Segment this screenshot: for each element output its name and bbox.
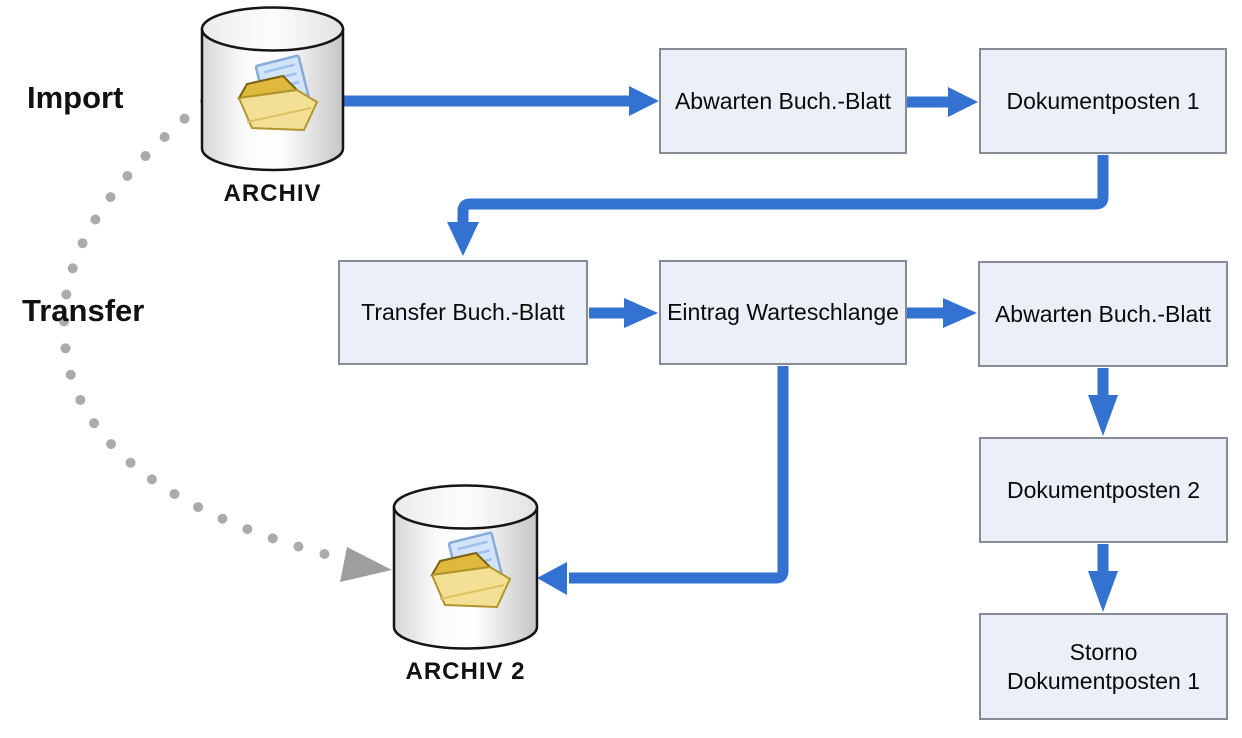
database-cylinder-2-icon	[392, 484, 539, 650]
arrow-dok1-to-transferbb	[457, 155, 1109, 228]
transfer-gray-arrowhead-icon	[340, 547, 392, 582]
flow-box-dokumentposten-2: Dokumentposten 2	[979, 437, 1228, 543]
arrowhead-eintrag-icon	[624, 298, 658, 328]
archiv2-label: ARCHIV 2	[405, 658, 526, 685]
archiv-label: ARCHIV	[223, 180, 322, 207]
arrowhead-abwarten2-icon	[943, 298, 977, 328]
flow-box-abwarten-buchblatt-2: Abwarten Buch.-Blatt	[978, 261, 1228, 367]
flow-box-abwarten-buchblatt-1: Abwarten Buch.-Blatt	[659, 48, 907, 154]
arrow-eintrag-to-archiv2	[569, 366, 789, 584]
arrowhead-abwarten1-icon	[629, 86, 659, 116]
stage-label-import: Import	[27, 80, 124, 115]
flow-box-dokumentposten-1: Dokumentposten 1	[979, 48, 1227, 154]
arrowhead-storno-icon	[1088, 571, 1118, 612]
arrowhead-transferbb-icon	[447, 222, 479, 256]
arrowhead-dok1-icon	[948, 87, 978, 117]
flow-box-storno-dokumentposten-1: Storno Dokumentposten 1	[979, 613, 1228, 720]
flow-box-eintrag-warteschlange: Eintrag Warteschlange	[659, 260, 907, 365]
database-cylinder-icon	[200, 6, 345, 172]
arrowhead-archiv2-icon	[537, 562, 567, 595]
stage-label-transfer: Transfer	[22, 293, 145, 328]
arrowhead-dok2-icon	[1088, 395, 1118, 436]
flow-box-transfer-buchblatt: Transfer Buch.-Blatt	[338, 260, 588, 365]
